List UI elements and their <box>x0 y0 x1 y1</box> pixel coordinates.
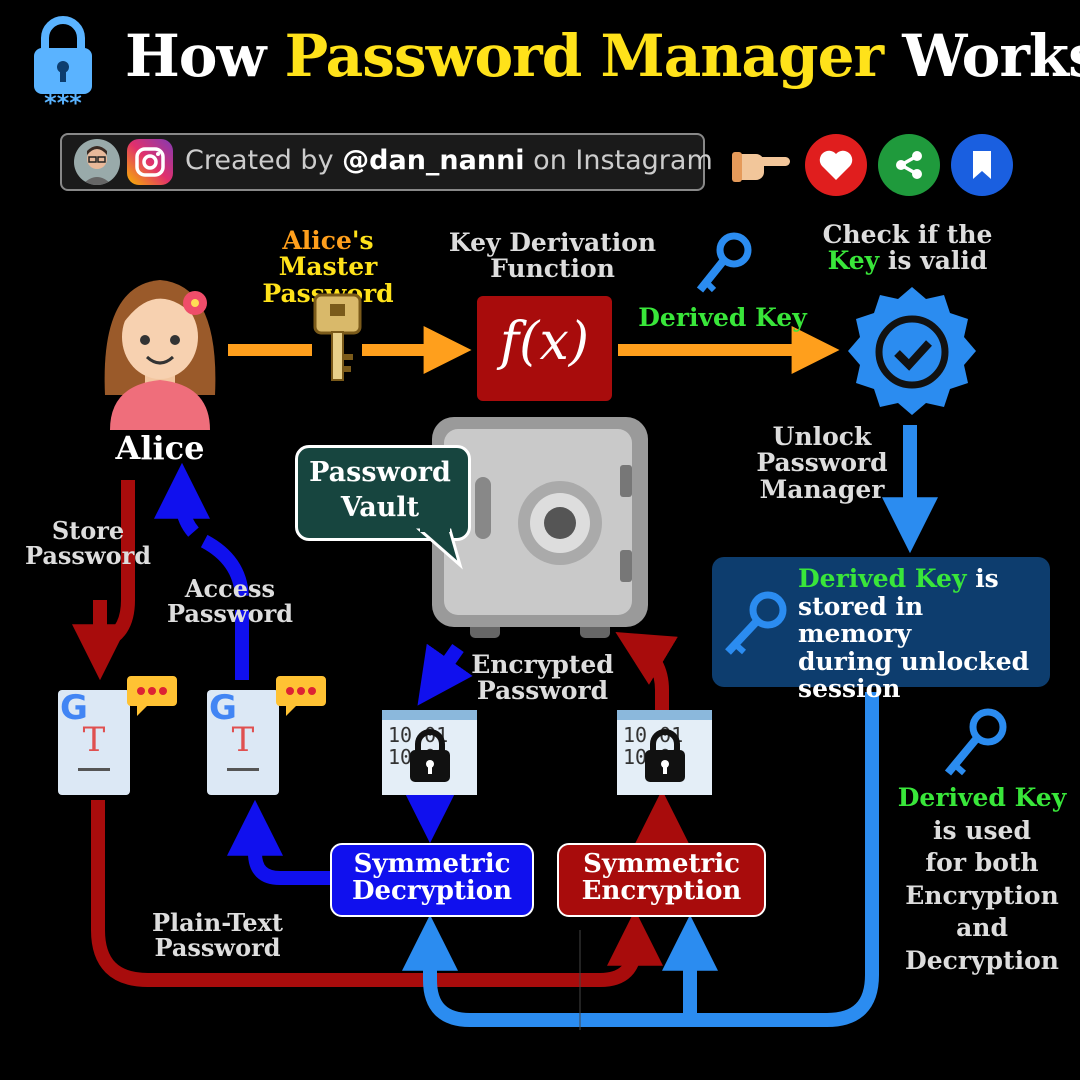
memory-text: Derived Key is stored in memory during u… <box>798 565 1043 703</box>
both-line6: Decryption <box>905 945 1059 975</box>
key-icon <box>720 588 790 664</box>
check-rest: is valid <box>879 246 988 276</box>
chat-bubble-icon <box>125 672 179 724</box>
heart-icon <box>819 150 853 180</box>
store-label: Store Password <box>18 518 158 568</box>
document-icon: T <box>58 690 130 795</box>
padlock-icon <box>645 729 685 782</box>
encrypted-file-icon: 10 01 10 01 <box>382 710 477 795</box>
document-icon: T <box>207 690 279 795</box>
encrypted-line1: Encrypted <box>471 650 614 679</box>
plain-text-label: Plain-Text Password <box>145 910 290 960</box>
alice-avatar <box>95 265 225 434</box>
title-prefix: How <box>125 22 266 90</box>
instagram-icon[interactable] <box>127 139 173 185</box>
avatar <box>74 139 120 185</box>
share-button[interactable] <box>878 134 940 196</box>
access-line1: Access <box>184 574 276 603</box>
memory-key: Derived Key <box>798 564 967 593</box>
both-line2: is used <box>933 815 1031 845</box>
check-label: Check if the Key is valid <box>820 220 995 276</box>
master-password-rest: 's Master <box>278 226 378 282</box>
encrypted-file-icon: 10 01 10 01 <box>617 710 712 795</box>
title-suffix: Works <box>902 22 1080 90</box>
credit-text: Created by @dan_nanni on Instagram <box>185 145 713 176</box>
vault-line1: Password <box>309 457 451 488</box>
both-line3: for both <box>925 848 1039 877</box>
enc-line2: Encryption <box>581 876 742 907</box>
both-line5: and <box>956 913 1008 942</box>
symmetric-decryption-box: Symmetric Decryption <box>330 843 534 917</box>
key-icon <box>310 292 365 388</box>
safe-icon <box>430 415 650 649</box>
key-icon <box>940 705 1010 785</box>
unlock-line3: Manager <box>759 474 885 504</box>
vault-label: Password Vault <box>295 455 465 525</box>
encrypted-line2: Password <box>476 676 609 706</box>
kdf-line2: Function <box>490 254 615 284</box>
symmetric-encryption-box: Symmetric Encryption <box>557 843 766 917</box>
alice-label: Alice <box>115 429 205 467</box>
store-line2: Password <box>24 541 152 571</box>
credit-handle[interactable]: @dan_nanni <box>342 145 525 176</box>
check-key: Key <box>827 246 880 276</box>
access-label: Access Password <box>160 576 300 626</box>
chat-bubble-icon <box>274 672 328 724</box>
bookmark-icon <box>973 151 991 179</box>
kdf-symbol: f(x) <box>499 312 590 372</box>
kdf-line1: Key Derivation <box>448 228 657 257</box>
plain-line1: Plain-Text <box>151 908 284 937</box>
doc-letter: T <box>82 720 106 760</box>
unlock-label: Unlock Password Manager <box>742 422 902 504</box>
padlock-icon <box>410 729 450 782</box>
memory-line2: stored in memory <box>798 591 924 648</box>
memory-line4: session <box>798 674 901 703</box>
kdf-label: Key Derivation Function <box>440 228 665 284</box>
credit-suffix: on Instagram <box>533 145 713 176</box>
vault-line2: Vault <box>340 492 420 524</box>
like-button[interactable] <box>805 134 867 196</box>
access-line2: Password <box>166 599 294 629</box>
plain-line2: Password <box>154 933 281 963</box>
unlock-line2: Password <box>756 448 888 478</box>
bookmark-button[interactable] <box>951 134 1013 196</box>
memory-rest: is <box>966 564 999 593</box>
derived-key-label: Derived Key <box>638 303 807 332</box>
master-password-name: Alice <box>282 226 352 255</box>
share-icon <box>896 151 922 179</box>
enc-line1: Symmetric <box>583 849 740 879</box>
dec-line2: Decryption <box>351 876 513 907</box>
both-key: Derived Key <box>897 783 1067 812</box>
credit-prefix: Created by <box>185 145 334 176</box>
google-icon: G <box>60 688 88 728</box>
page-title: How Password Manager Works <box>125 22 1080 90</box>
encrypted-label: Encrypted Password <box>465 650 620 706</box>
padlock-icon: *** <box>28 12 98 117</box>
title-highlight: Password Manager <box>284 22 884 90</box>
store-line1: Store <box>51 516 125 545</box>
dec-line1: Symmetric <box>353 849 511 879</box>
check-line1: Check if the <box>822 220 993 249</box>
master-password-label: Alice's Master Password <box>232 226 424 307</box>
kdf-box <box>477 296 612 401</box>
doc-letter: T <box>231 720 255 760</box>
google-icon: G <box>209 688 237 728</box>
key-icon <box>692 230 754 302</box>
both-line4: Encryption <box>905 880 1059 910</box>
key-usage-label: Derived Key is used for both Encryption … <box>897 782 1067 977</box>
unlock-line1: Unlock <box>772 422 872 451</box>
memory-line3: during unlocked <box>798 646 1030 676</box>
verified-badge-icon <box>842 283 982 425</box>
pointing-hand-icon <box>730 138 792 192</box>
